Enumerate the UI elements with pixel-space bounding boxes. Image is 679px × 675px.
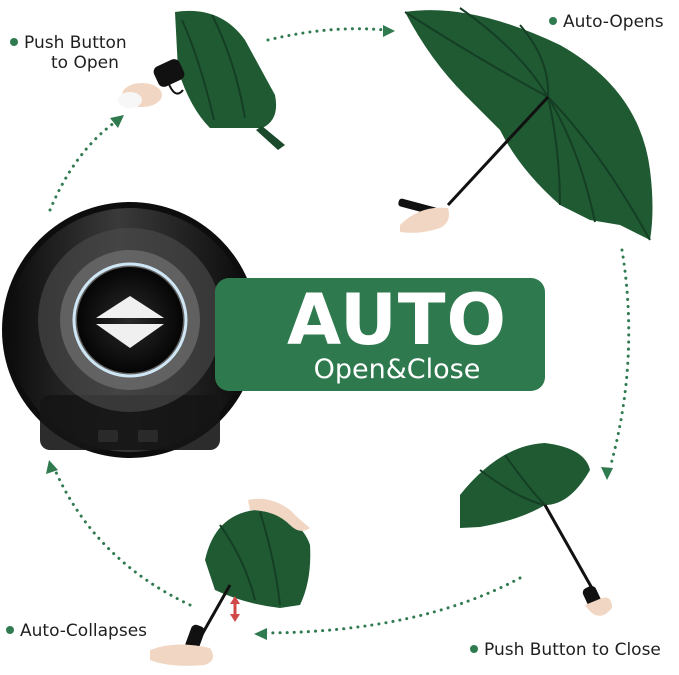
umbrella-open-top (398, 7, 653, 241)
label-auto-opens: Auto-Opens (549, 12, 664, 33)
bullet-dot (470, 645, 478, 653)
umbrella-closed-top (118, 10, 285, 150)
bullet-dot (6, 626, 14, 634)
arrow-heads (46, 25, 613, 640)
cycle-arrows (48, 27, 631, 635)
umbrella-collapsing-bottom (150, 498, 311, 666)
bullet-dot (10, 38, 18, 46)
banner-title: AUTO (286, 279, 508, 361)
label-push-button-close: Push Button to Close (470, 640, 661, 661)
label-push-button-open-line2: to Open (51, 53, 119, 73)
label-push-button-open: Push Button (10, 33, 127, 54)
down-arrow-icon (96, 324, 164, 348)
umbrella-closing-bottom (460, 443, 612, 616)
button-closeup (2, 202, 258, 458)
up-arrow-icon (96, 296, 164, 318)
bullet-dot (549, 17, 557, 25)
banner-subtitle: Open&Close (313, 354, 481, 385)
auto-banner (215, 278, 545, 391)
label-auto-collapses: Auto-Collapses (6, 621, 147, 642)
